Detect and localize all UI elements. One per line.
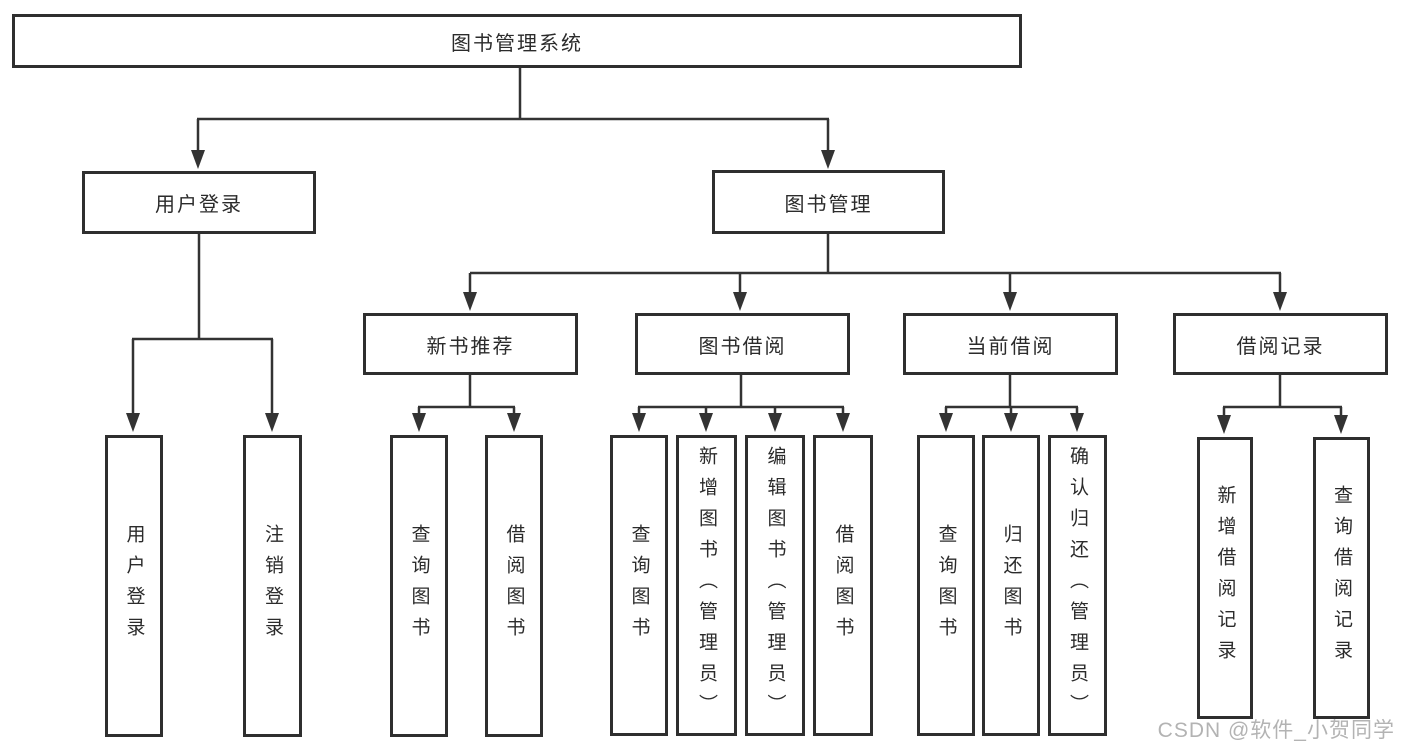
leaf-query-borrow-record: 查询借阅记录: [1313, 437, 1370, 719]
node-root-system-label: 图书管理系统: [451, 32, 583, 55]
leaf-query-books-recommend: 查询图书: [390, 435, 448, 737]
leaf-confirm-return-admin: 确认归还（管理员）: [1048, 435, 1107, 736]
leaf-borrow-books-borrowing-label: 借阅图书: [832, 523, 854, 648]
leaf-add-books-admin: 新增图书（管理员）: [676, 435, 737, 736]
node-book-management: 图书管理: [712, 170, 945, 234]
leaf-edit-books-admin: 编辑图书（管理员）: [745, 435, 805, 736]
arrowhead-group: [126, 150, 1348, 434]
node-root-system: 图书管理系统: [12, 14, 1022, 68]
leaf-confirm-return-admin-label: 确认归还（管理员）: [1067, 446, 1088, 725]
leaf-logout-label: 注销登录: [262, 524, 283, 648]
node-current-borrowing-label: 当前借阅: [966, 335, 1055, 358]
leaf-query-books-current-label: 查询图书: [935, 523, 957, 648]
leaf-edit-books-admin-label: 编辑图书（管理员）: [764, 446, 786, 725]
leaf-query-borrow-record-label: 查询借阅记录: [1331, 485, 1352, 671]
leaf-borrow-books-borrowing: 借阅图书: [813, 435, 873, 736]
node-book-borrowing-label: 图书借阅: [698, 335, 787, 358]
leaf-borrow-books-recommend: 借阅图书: [485, 435, 543, 737]
leaf-query-books-current: 查询图书: [917, 435, 975, 736]
node-new-book-recommend: 新书推荐: [363, 313, 578, 375]
leaf-return-books: 归还图书: [982, 435, 1040, 736]
leaf-query-books-borrowing-label: 查询图书: [628, 523, 650, 648]
node-user-login: 用户登录: [82, 171, 316, 234]
leaf-user-login: 用户登录: [105, 435, 163, 737]
leaf-query-books-borrowing: 查询图书: [610, 435, 668, 736]
leaf-user-login-label: 用户登录: [123, 524, 145, 648]
node-book-borrowing: 图书借阅: [635, 313, 850, 375]
node-user-login-label: 用户登录: [155, 194, 243, 216]
node-borrowing-records: 借阅记录: [1173, 313, 1388, 375]
csdn-watermark: CSDN @软件_小贺同学: [1157, 719, 1395, 742]
node-current-borrowing: 当前借阅: [903, 313, 1118, 375]
node-new-book-recommend-label: 新书推荐: [426, 335, 515, 358]
leaf-return-books-label: 归还图书: [1000, 523, 1022, 648]
leaf-add-borrow-record: 新增借阅记录: [1197, 437, 1253, 719]
leaf-borrow-books-recommend-label: 借阅图书: [503, 524, 525, 648]
node-book-management-label: 图书管理: [784, 193, 873, 216]
leaf-query-books-recommend-label: 查询图书: [408, 524, 430, 648]
leaf-add-books-admin-label: 新增图书（管理员）: [696, 446, 717, 725]
node-borrowing-records-label: 借阅记录: [1236, 335, 1325, 358]
leaf-logout: 注销登录: [243, 435, 302, 737]
leaf-add-borrow-record-label: 新增借阅记录: [1214, 485, 1236, 671]
